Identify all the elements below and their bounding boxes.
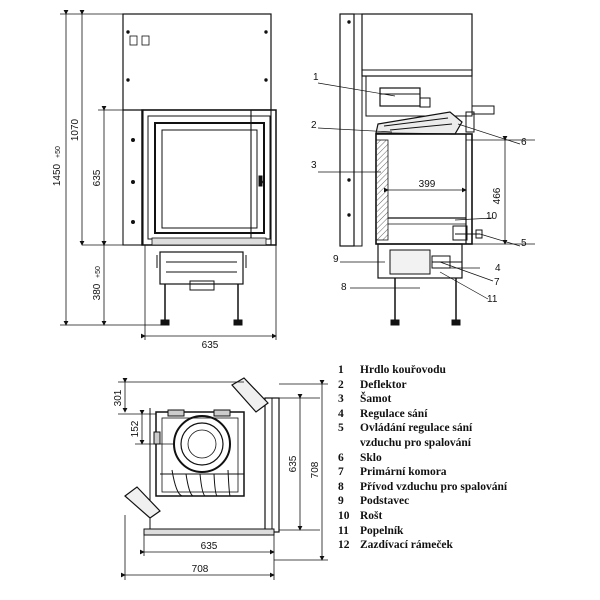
legend-item-11: 11 Popelník (338, 524, 588, 539)
legend-text: Hrdlo kouřovodu (360, 364, 446, 376)
callout-9: 9 (333, 254, 339, 265)
dim-front-base-height-tol: +50 (95, 266, 102, 278)
legend-text: Ovládání regulace sání vzduchu pro spalo… (360, 422, 473, 449)
callout-leaders (317, 82, 521, 300)
legend-number: 1 (338, 364, 344, 376)
legend-number: 7 (338, 466, 344, 479)
side-view (339, 13, 495, 326)
front-base (159, 251, 244, 285)
legend-number: 6 (338, 451, 344, 464)
legend-text: Deflektor (360, 378, 407, 391)
callout-4: 4 (495, 263, 501, 274)
legend-item-1: 1 Hrdlo kouřovodu (338, 363, 588, 378)
dim-plan-width-708: 708 (192, 564, 209, 575)
plan-dimensions (118, 378, 328, 580)
legend-number: 8 (338, 480, 344, 493)
legend-number: 3 (338, 393, 344, 406)
legend-text: Popelník (360, 524, 404, 537)
dim-plan-side-635: 635 (288, 455, 299, 472)
dim-front-total-height: 1450 (52, 163, 63, 186)
dim-front-base-height: 380 (92, 283, 103, 300)
dim-plan-width-635: 635 (201, 541, 218, 552)
legend-item-3: 3 Šamot (338, 392, 588, 407)
legend-text: Šamot (360, 393, 392, 406)
callout-1: 1 (313, 72, 319, 83)
legend-text: Přívod vzduchu pro spalování (360, 480, 508, 493)
legend-text: Podstavec (360, 495, 410, 508)
dim-front-glass-height: 635 (92, 169, 103, 186)
callout-8: 8 (341, 282, 347, 293)
callout-3: 3 (311, 160, 317, 171)
legend-text: Rošt (360, 509, 383, 522)
side-flue-collar (379, 87, 421, 107)
callout-2: 2 (311, 120, 317, 131)
plan-view (124, 377, 280, 536)
callout-11: 11 (487, 294, 498, 305)
legend-number: 10 (338, 509, 350, 522)
legend-item-5: 5 Ovládání regulace sání vzduchu pro spal… (338, 421, 588, 450)
dim-plan-depth-152: 152 (130, 420, 141, 437)
legend-item-4: 4 Regulace sání (338, 407, 588, 422)
front-hood (122, 13, 272, 111)
plan-flue-collar (173, 415, 231, 473)
dim-front-width: 635 (202, 340, 219, 351)
legend-item-12: 12 Zazdívací rámeček (338, 538, 588, 553)
callout-7: 7 (494, 277, 500, 288)
front-dimensions (60, 10, 277, 340)
dim-plan-side-708: 708 (310, 461, 321, 478)
callout-5: 5 (521, 238, 527, 249)
legend-item-10: 10 Rošt (338, 509, 588, 524)
callout-10: 10 (486, 211, 498, 222)
legend: 1 Hrdlo kouřovodu 2 Deflektor 3 Šamot 4 Regulac… (338, 363, 588, 553)
legend-number: 11 (338, 524, 349, 537)
legend-item-7: 7 Primární komora (338, 465, 588, 480)
legend-text: Sklo (360, 451, 382, 464)
legend-number: 5 (338, 422, 344, 435)
dim-plan-depth-301: 301 (113, 389, 124, 406)
legend-item-2: 2 Deflektor (338, 378, 588, 393)
side-base (377, 243, 463, 279)
dim-side-height: 466 (492, 187, 503, 204)
legend-text: Zazdívací rámeček (360, 539, 453, 552)
legend-number: 4 (338, 407, 344, 420)
legend-number: 2 (338, 378, 344, 391)
legend-text: Primární komora (360, 466, 447, 479)
side-dimensions (384, 136, 535, 245)
dim-front-total-height-tol: +50 (55, 146, 62, 158)
legend-text: Regulace sání (360, 407, 428, 420)
legend-item-6: 6 Sklo (338, 451, 588, 466)
front-door (154, 122, 265, 234)
plan-body (155, 411, 245, 497)
dim-side-inner-width: 399 (419, 179, 436, 190)
legend-item-8: 8 Přívod vzduchu pro spalování (338, 480, 588, 495)
legend-number: 9 (338, 495, 344, 508)
legend-number: 12 (338, 539, 350, 552)
legend-item-9: 9 Podstavec (338, 494, 588, 509)
front-view (122, 13, 277, 326)
callout-6: 6 (521, 137, 527, 148)
dim-front-body-height: 1070 (70, 118, 81, 141)
